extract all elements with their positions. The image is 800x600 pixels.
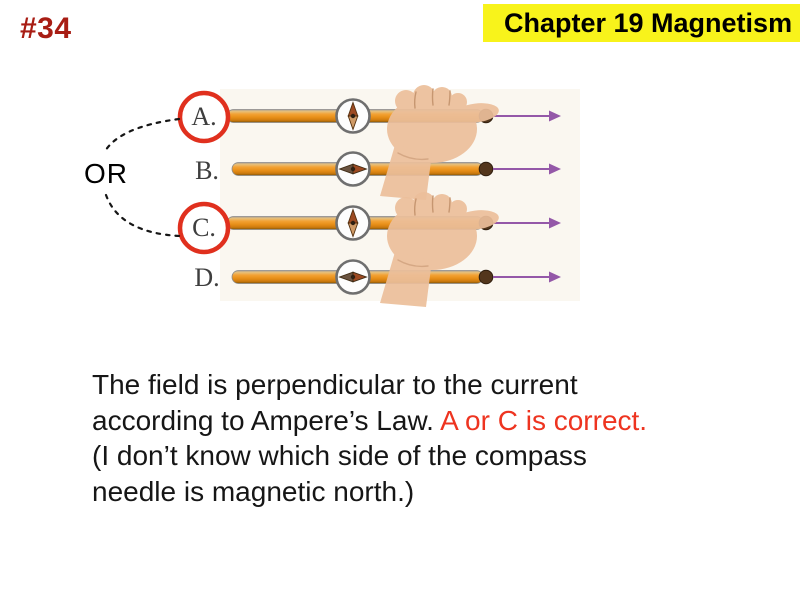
option-label-d: D.: [194, 263, 220, 292]
current-arrow-d: [493, 271, 561, 283]
explanation-line-3: (I don’t know which side of the compass: [92, 440, 587, 471]
or-connector-bottom: [104, 193, 182, 238]
current-arrow-b: [493, 163, 561, 175]
explanation-line-1: The field is perpendicular to the curren…: [92, 369, 578, 400]
or-label: OR: [84, 158, 128, 189]
option-label-b: B.: [195, 156, 219, 185]
compass-a: [335, 98, 371, 134]
explanation-text: The field is perpendicular to the curren…: [92, 367, 692, 509]
explanation-line-2-black: according to Ampere’s Law.: [92, 404, 441, 436]
wires-compasses-diagram: [102, 84, 580, 308]
current-arrow-c: [493, 217, 561, 229]
option-label-c: C.: [192, 213, 216, 242]
explanation-line-2: according to Ampere’s Law. A or C is cor…: [92, 403, 692, 439]
chapter-banner-text: Chapter 19 Magnetism: [504, 8, 793, 38]
problem-number: #34: [20, 12, 72, 45]
compass-b: [335, 151, 371, 187]
compass-c: [335, 205, 371, 241]
compass-d: [335, 259, 371, 295]
or-connector-top: [102, 117, 181, 155]
current-arrow-a: [493, 110, 561, 122]
current-arrows: [493, 110, 561, 283]
answer-circle-a: [177, 90, 231, 144]
answer-circle-c: [177, 201, 231, 255]
answer-statement-red: A or C is correct.: [440, 404, 648, 436]
explanation-line-4: needle is magnetic north.): [92, 475, 415, 507]
chapter-banner: Chapter 19 Magnetism: [483, 4, 800, 42]
option-label-a: A.: [191, 102, 217, 131]
